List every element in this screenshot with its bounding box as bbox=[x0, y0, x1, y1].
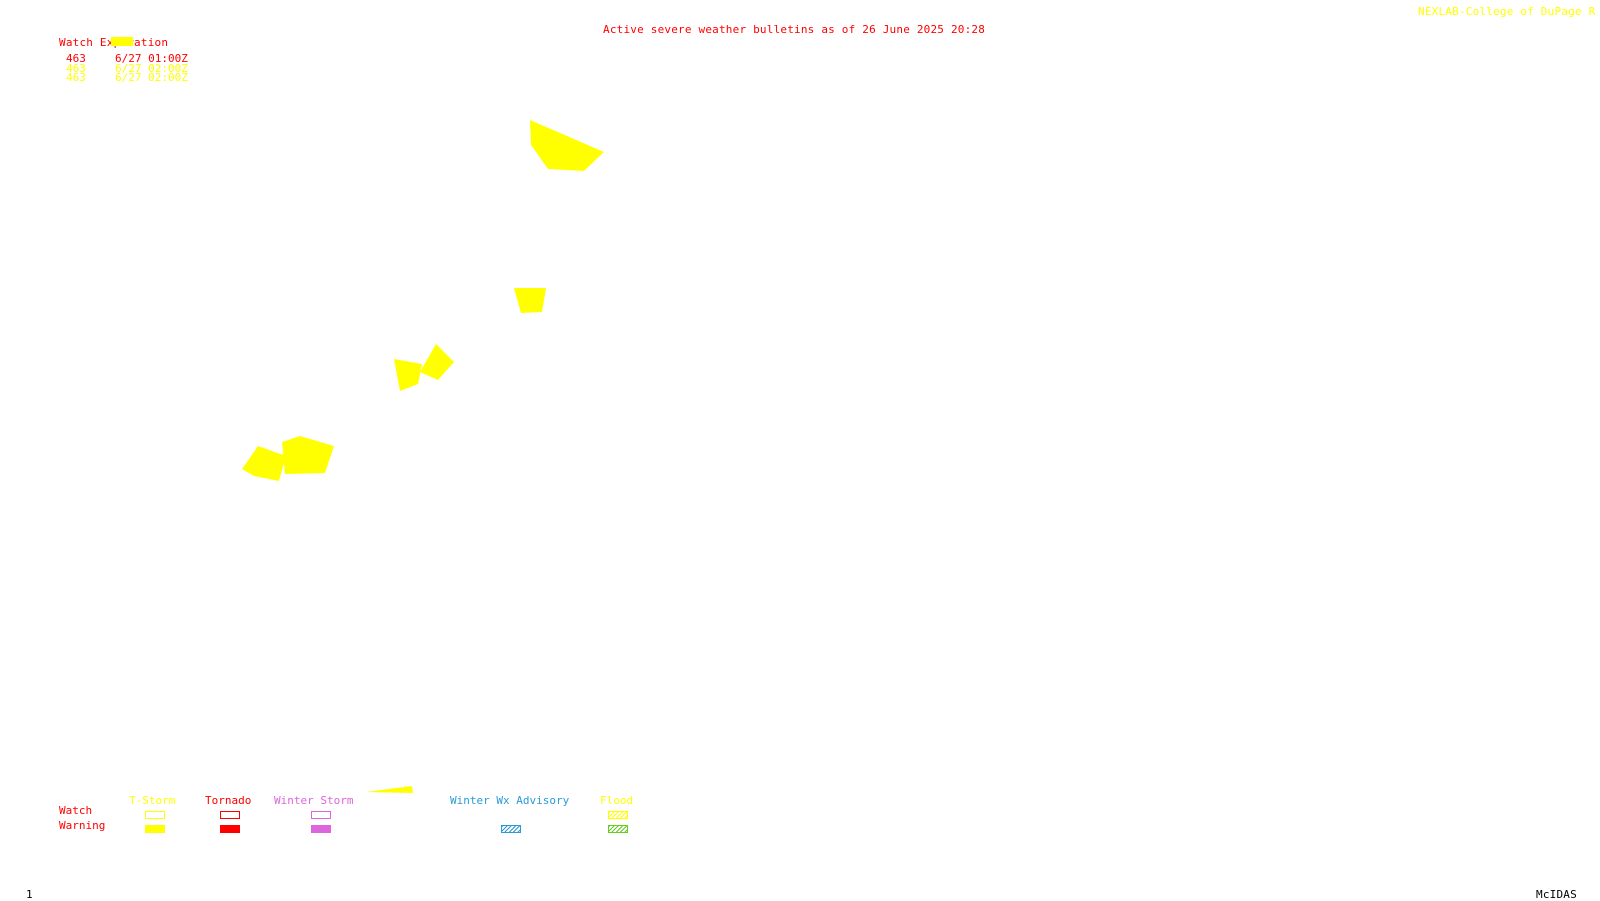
legend-flood-label: Flood bbox=[600, 794, 634, 807]
watch-id: 463 bbox=[66, 52, 86, 65]
warning-polygon bbox=[282, 436, 334, 474]
legend-warning-label: Warning bbox=[59, 819, 106, 832]
frame-number: 1 bbox=[26, 888, 33, 901]
credit-text: NEXLAB-College of DuPage R bbox=[1418, 5, 1596, 18]
header-marker bbox=[111, 37, 133, 46]
legend-tstorm-label: T-Storm bbox=[129, 794, 176, 807]
warning-polygon bbox=[366, 786, 413, 793]
warning-polygon bbox=[530, 120, 604, 171]
legend-winter-storm-warning-swatch bbox=[311, 825, 331, 833]
software-label: McIDAS bbox=[1536, 888, 1577, 901]
watch-row: 463 6/27 01:00Z bbox=[66, 52, 188, 65]
legend-flood-warning-swatch bbox=[608, 825, 628, 833]
legend-tornado-warning-swatch bbox=[220, 825, 240, 833]
legend-watch-label: Watch bbox=[59, 804, 93, 817]
warning-polygon bbox=[394, 359, 422, 391]
legend-winter-storm-watch-swatch bbox=[311, 811, 331, 819]
legend-tornado-watch-swatch bbox=[220, 811, 240, 819]
warning-polygon bbox=[242, 446, 286, 481]
legend-tornado-label: Tornado bbox=[205, 794, 252, 807]
legend-tstorm-watch-swatch bbox=[145, 811, 165, 819]
watch-row: 463 6/27 02:00Z bbox=[66, 71, 188, 84]
watch-row: 463 6/27 02:00Z bbox=[66, 62, 188, 75]
legend-winter-storm-label: Winter Storm bbox=[274, 794, 354, 807]
watch-expiration: 6/27 02:00Z bbox=[115, 71, 188, 84]
legend-winter-wx-advisory-swatch bbox=[501, 825, 521, 833]
warning-polygon bbox=[514, 288, 546, 313]
watch-id: 463 bbox=[66, 62, 86, 75]
watch-expiration: 6/27 01:00Z bbox=[115, 52, 188, 65]
legend-flood-watch-swatch bbox=[608, 811, 628, 819]
legend-tstorm-warning-swatch bbox=[145, 825, 165, 833]
page-title: Active severe weather bulletins as of 26… bbox=[603, 23, 986, 36]
warning-polygon bbox=[420, 344, 454, 380]
watch-expiration: 6/27 02:00Z bbox=[115, 62, 188, 75]
legend-winter-wx-advisory-label: Winter Wx Advisory bbox=[450, 794, 570, 807]
watch-id: 463 bbox=[66, 71, 86, 84]
